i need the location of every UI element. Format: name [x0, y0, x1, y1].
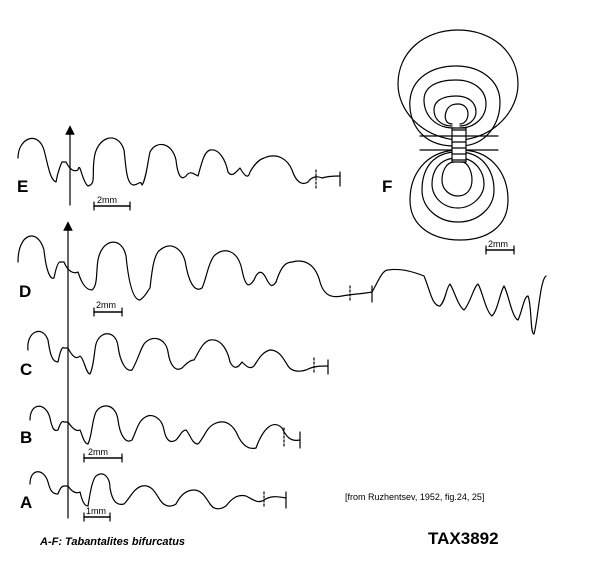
figure-caption: A-F: Tabantalites bifurcatus [40, 536, 186, 548]
suture-line-d [17, 235, 547, 335]
shell-cross-section-f [397, 29, 519, 241]
panel-label-b: B [20, 428, 33, 447]
source-citation: [from Ruzhentsev, 1952, fig.24, 25] [345, 492, 485, 502]
scale-label-d: 2mm [96, 300, 116, 310]
scale-bar-e [93, 201, 131, 211]
scale-label-f: 2mm [488, 239, 508, 249]
scale-bar-a [83, 512, 111, 522]
panel-label-c: C [20, 360, 33, 379]
suture-line-e [17, 137, 341, 187]
taxon-code: TAX3892 [428, 529, 499, 548]
suture-line-c [27, 330, 329, 375]
suture-line-a [29, 471, 287, 510]
scale-bar-d [93, 307, 123, 317]
panel-label-a: A [20, 493, 33, 512]
scale-label-a: 1mm [86, 506, 106, 516]
panel-label-e: E [17, 177, 29, 196]
scale-label-e: 2mm [97, 195, 117, 205]
scale-bar-b [83, 453, 123, 463]
panel-label-d: D [19, 282, 32, 301]
scale-label-b: 2mm [88, 447, 108, 457]
suture-line-b [29, 405, 301, 449]
panel-label-f: F [382, 177, 393, 196]
scale-bar-f [485, 245, 515, 255]
